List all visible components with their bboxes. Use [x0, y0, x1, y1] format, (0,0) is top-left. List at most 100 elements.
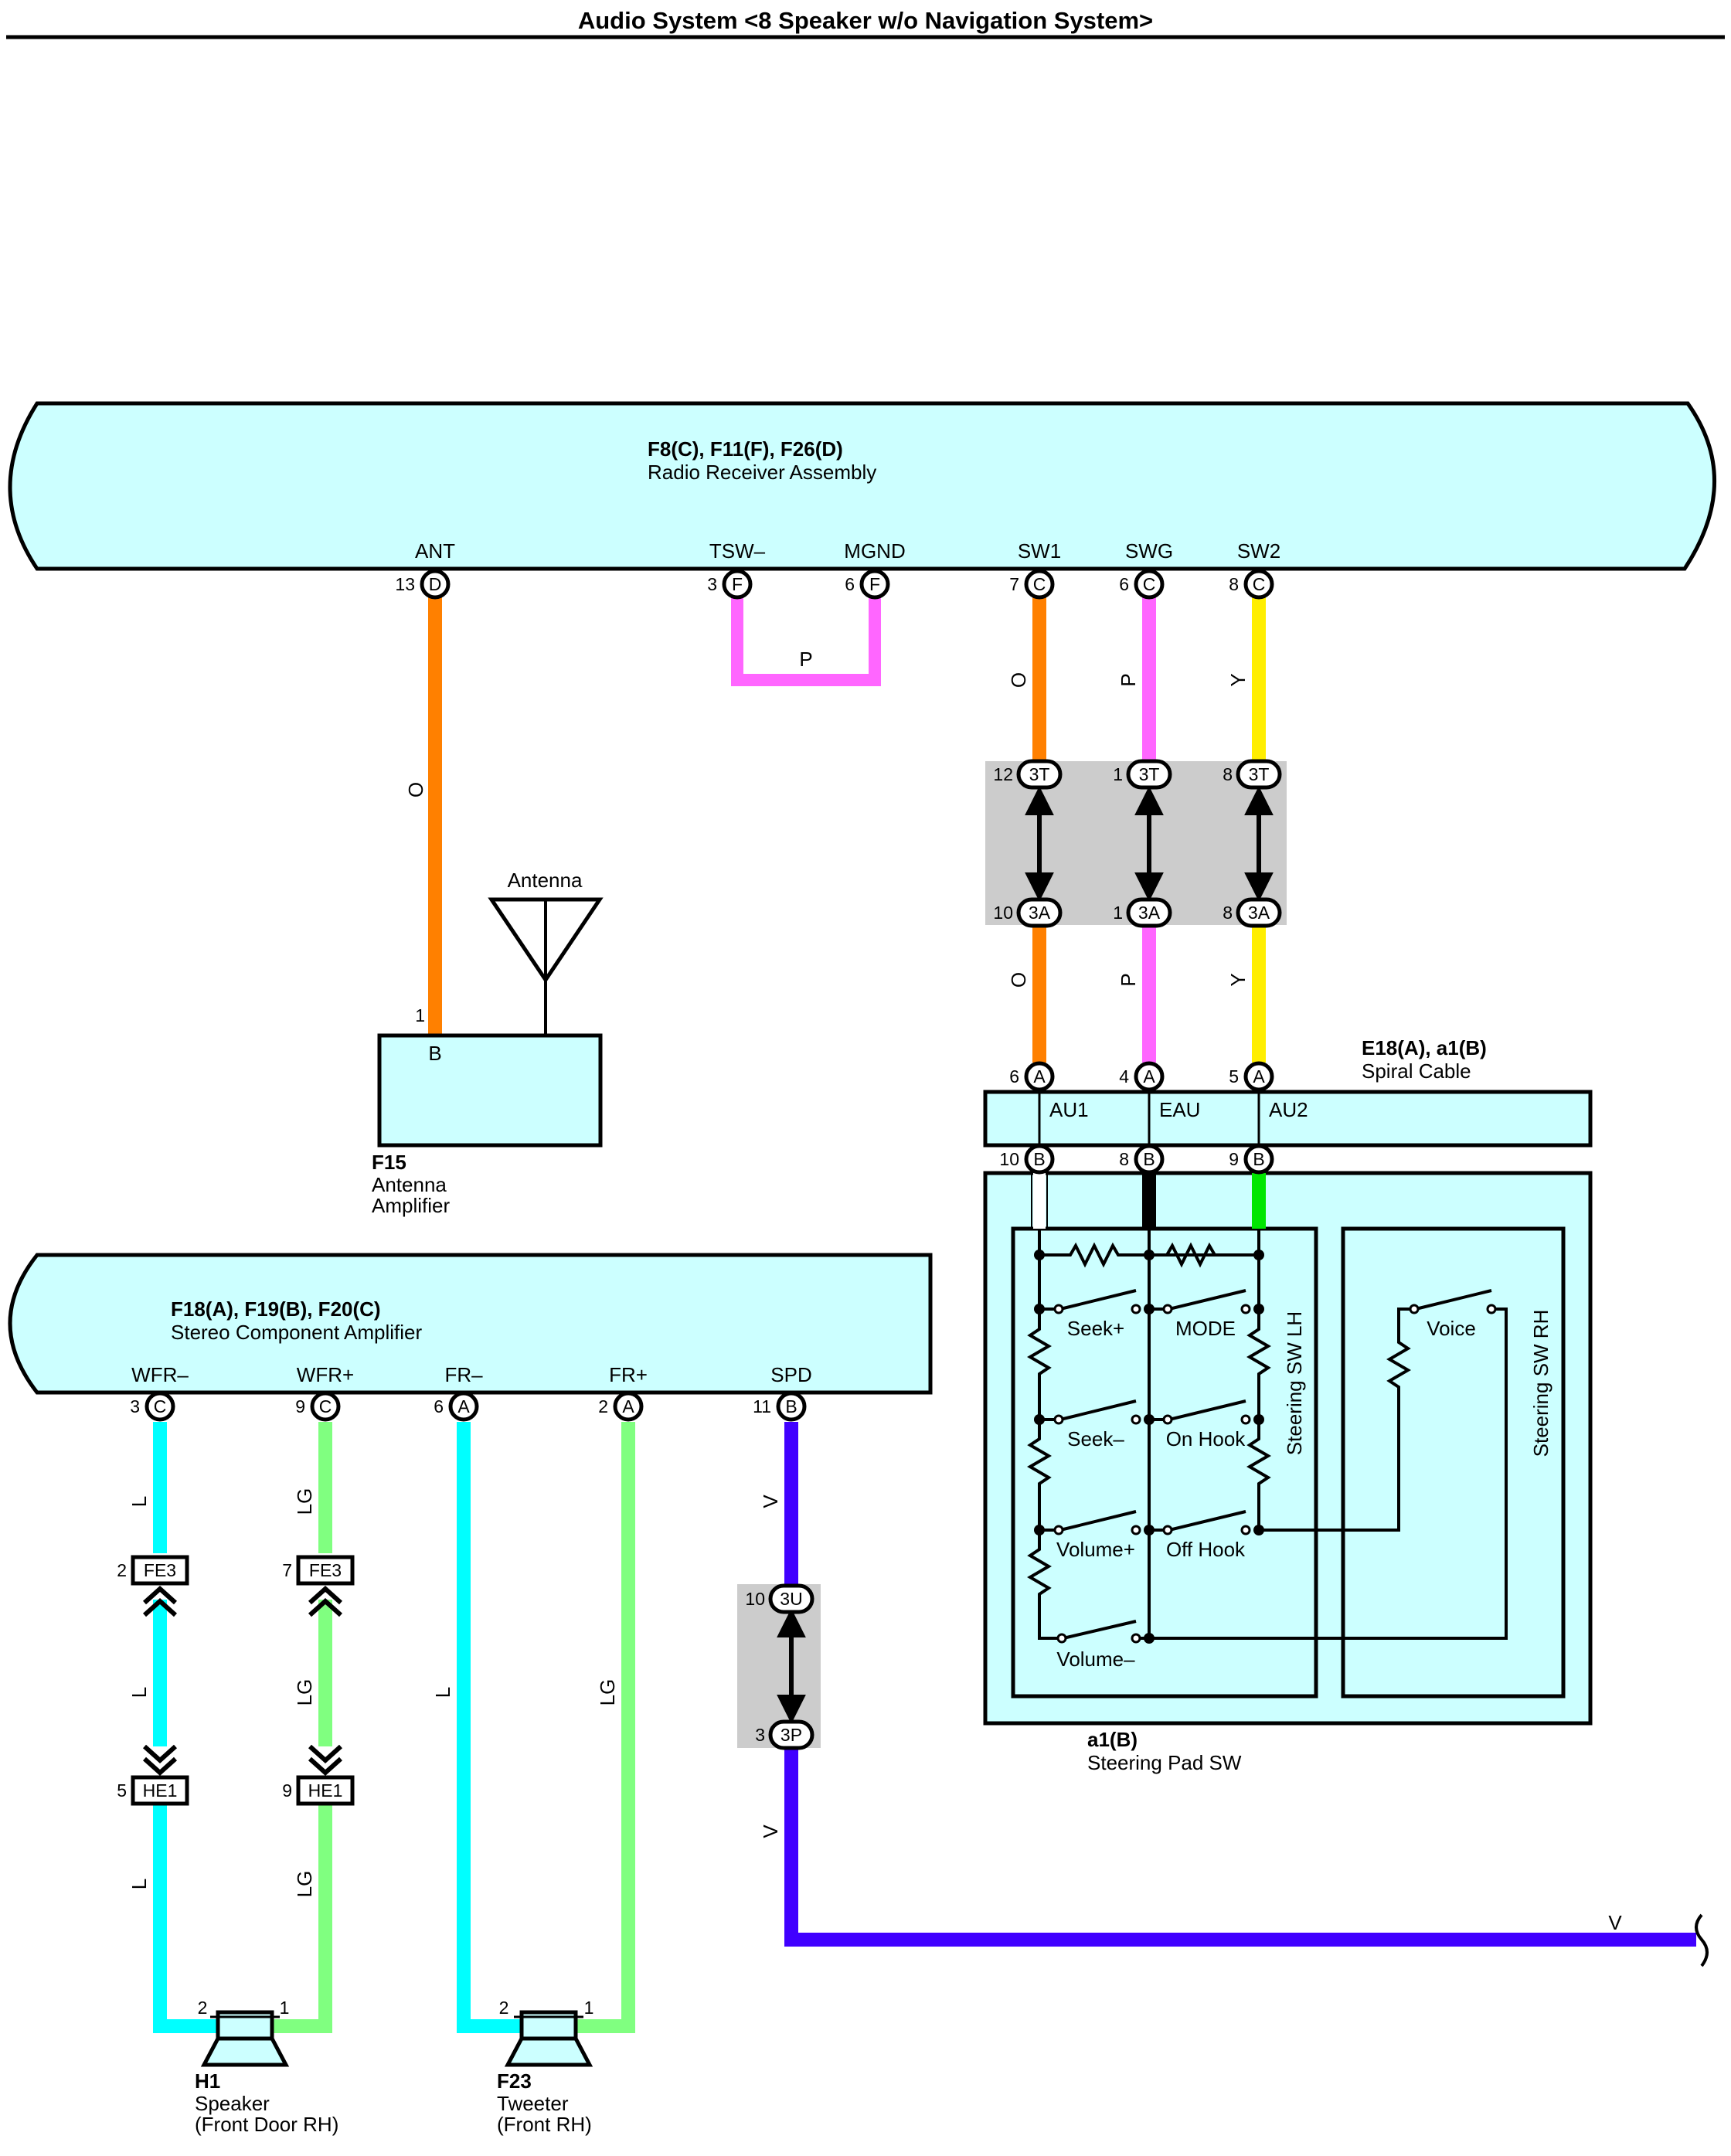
pin-tsw-conn: F	[732, 574, 743, 594]
steering-sw-lh-box	[1011, 1226, 1318, 1699]
switch-seek-plus: Seek+	[1067, 1317, 1124, 1340]
wire-code-fr-plus: LG	[596, 1679, 619, 1706]
he1-right-tag: HE1	[308, 1780, 343, 1801]
spiral-label-au1: AU1	[1049, 1098, 1089, 1121]
j3p-conn: 3P	[780, 1725, 802, 1745]
wire-code-wfr-plus-2: LG	[293, 1679, 316, 1706]
wire-tsw-mgnd	[731, 584, 881, 686]
j3t-2-conn: 3T	[1139, 764, 1160, 784]
speaker-h1-id: H1	[195, 2069, 220, 2093]
page-title: Audio System <8 Speaker w/o Navigation S…	[578, 7, 1153, 34]
antenna-label: Antenna	[508, 869, 583, 892]
wire-fr-plus	[576, 1422, 635, 2033]
spiral-bottom-1-conn: B	[1033, 1149, 1045, 1169]
terminal-tsw-label: TSW–	[709, 539, 766, 563]
speaker-h1-name-2: (Front Door RH)	[195, 2113, 338, 2136]
junction-block-3u-3p: 3U 10 3P 3	[737, 1583, 821, 1750]
pin-mgnd-num: 6	[845, 574, 855, 594]
speaker-h1-pin-right: 1	[280, 1998, 290, 2018]
wire-code-sw1-upper: O	[1007, 672, 1030, 688]
switch-seek-minus: Seek–	[1067, 1427, 1124, 1450]
pin-fr-plus-num: 2	[598, 1396, 608, 1416]
wire-code-wfr-plus-1: LG	[293, 1488, 316, 1515]
tweeter-f23: 2 1 F23 Tweeter (Front RH)	[497, 1998, 593, 2136]
pin-spd-num: 11	[753, 1396, 771, 1416]
steering-pad-name: Steering Pad SW	[1087, 1751, 1242, 1774]
spiral-cable-id: E18(A), a1(B)	[1362, 1036, 1487, 1059]
tweeter-f23-id: F23	[497, 2069, 532, 2093]
wire-continuation-break-icon	[1695, 1913, 1709, 1967]
pin-ant-conn: D	[429, 574, 442, 594]
wire-wfr-minus-3	[153, 1804, 224, 2033]
wire-code-sw1-lower: O	[1007, 972, 1030, 988]
tweeter-f23-name-1: Tweeter	[497, 2092, 569, 2115]
fe3-left-tag: FE3	[144, 1560, 176, 1580]
inline-connectors: FE3 2 FE3 7 HE1 5 HE1 9	[117, 1555, 355, 1806]
wire-code-sw2-upper: Y	[1226, 673, 1250, 686]
pin-fr-minus-num: 6	[434, 1396, 444, 1416]
j3p-pin: 3	[755, 1725, 765, 1745]
antenna-amp-terminal: B	[428, 1042, 441, 1065]
j3a-1-pin: 10	[993, 903, 1013, 923]
pin-sw1-conn: C	[1033, 574, 1046, 594]
tweeter-f23-pin-left: 2	[499, 1998, 509, 2018]
wire-code-swg-lower: P	[1117, 973, 1140, 986]
stereo-amp-name: Stereo Component Amplifier	[171, 1321, 423, 1344]
radio-receiver-id: F8(C), F11(F), F26(D)	[648, 437, 843, 461]
spiral-top-3-pin: 5	[1229, 1066, 1239, 1087]
wire-code-spd-2: V	[759, 1824, 782, 1838]
j3u-pin: 10	[745, 1589, 765, 1609]
antenna-amp-id: F15	[372, 1151, 406, 1174]
pin-sw2-num: 8	[1229, 574, 1239, 594]
wire-code-tsw-mgnd: P	[799, 648, 812, 671]
wire-code-sw2-lower: Y	[1226, 973, 1250, 986]
steering-sw-rh-label: Steering SW RH	[1529, 1310, 1552, 1457]
wire-spd-3	[784, 1746, 1696, 1947]
j3a-2-pin: 1	[1113, 903, 1123, 923]
pin-fr-minus-conn: A	[457, 1396, 470, 1416]
j3t-3-conn: 3T	[1249, 764, 1270, 784]
terminal-mgnd-label: MGND	[844, 539, 905, 563]
wire-fr-minus	[457, 1422, 528, 2033]
speaker-h1: 2 1 H1 Speaker (Front Door RH)	[195, 1998, 338, 2136]
spiral-top-2-pin: 4	[1119, 1066, 1129, 1087]
terminal-sw2-label: SW2	[1237, 539, 1280, 563]
wires	[153, 584, 1696, 2033]
j3a-1-conn: 3A	[1029, 903, 1051, 923]
pin-wfr-plus-conn: C	[319, 1396, 332, 1416]
spiral-top-1-pin: 6	[1009, 1066, 1019, 1087]
radio-receiver-name: Radio Receiver Assembly	[648, 461, 876, 484]
terminal-fr-plus-label: FR+	[609, 1363, 648, 1386]
antenna-amp-name-1: Antenna	[372, 1173, 447, 1196]
spiral-cable-name: Spiral Cable	[1362, 1059, 1471, 1083]
switch-voice: Voice	[1427, 1317, 1476, 1340]
stereo-component-amplifier: F18(A), F19(B), F20(C) Stereo Component …	[8, 1253, 933, 1422]
radio-receiver-pins: D 13 F 3 F 6 C 7 C 6 C 8	[395, 569, 1274, 600]
steering-pad-id: a1(B)	[1087, 1728, 1138, 1751]
j3a-3-pin: 8	[1223, 903, 1233, 923]
switch-on-hook: On Hook	[1166, 1427, 1246, 1450]
speaker-h1-name-1: Speaker	[195, 2092, 270, 2115]
j3t-2-pin: 1	[1113, 764, 1123, 784]
spiral-top-1-conn: A	[1033, 1066, 1046, 1087]
tweeter-f23-pin-right: 1	[584, 1998, 594, 2018]
pin-swg-num: 6	[1119, 574, 1129, 594]
tweeter-f23-name-2: (Front RH)	[497, 2113, 592, 2136]
spiral-bottom-2-pin: 8	[1119, 1149, 1129, 1169]
spiral-bottom-3-conn: B	[1253, 1149, 1264, 1169]
wire-code-wfr-minus-3: L	[128, 1879, 151, 1889]
wire-code-swg-upper: P	[1117, 673, 1140, 686]
terminal-ant-label: ANT	[415, 539, 455, 563]
he1-left-pin: 5	[117, 1780, 127, 1801]
terminal-swg-label: SWG	[1125, 539, 1173, 563]
j3a-2-conn: 3A	[1138, 903, 1161, 923]
terminal-spd-label: SPD	[770, 1363, 811, 1386]
spiral-bottom-1-pin: 10	[999, 1149, 1019, 1169]
pin-swg-conn: C	[1143, 574, 1156, 594]
antenna-amplifier: 1 B F15 Antenna Amplifier	[372, 1005, 603, 1217]
switch-volume-minus: Volume–	[1056, 1648, 1135, 1671]
spiral-label-au2: AU2	[1269, 1098, 1308, 1121]
j3u-conn: 3U	[780, 1589, 802, 1609]
antenna: Antenna	[488, 869, 604, 1035]
